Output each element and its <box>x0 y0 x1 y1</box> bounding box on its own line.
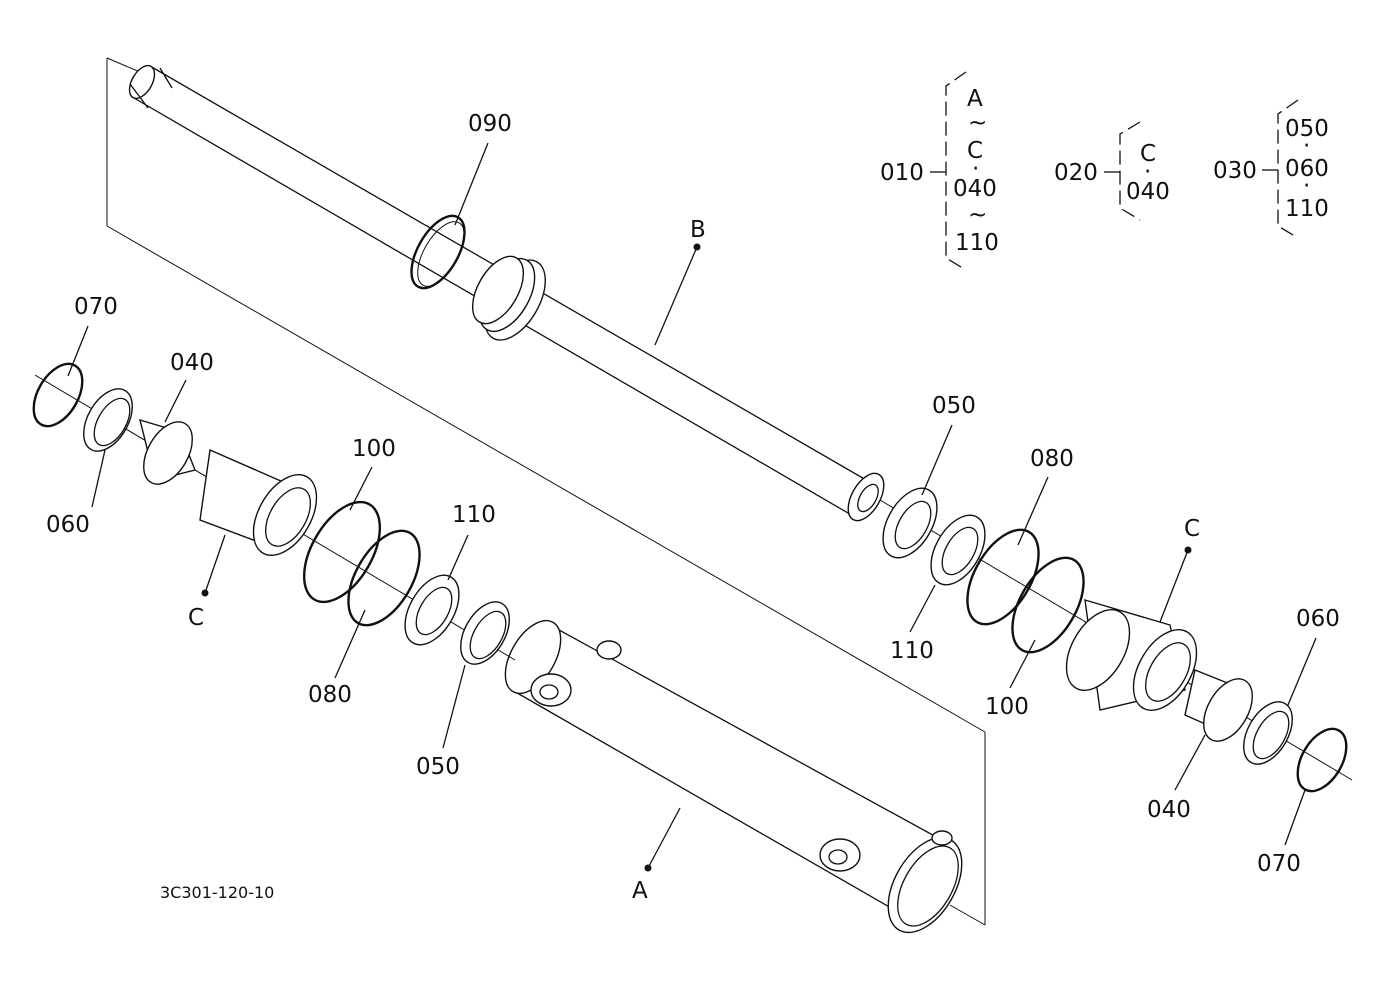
callout-c-right: C <box>1184 516 1200 542</box>
callout-060-right: 060 <box>1296 606 1340 632</box>
assembly-010-code: 010 <box>880 160 924 186</box>
assembly-010-item-a: A <box>967 86 983 112</box>
callout-050-right: 050 <box>932 393 976 419</box>
assembly-030-item-050: 050 <box>1285 116 1329 142</box>
assembly-030-code: 030 <box>1213 158 1257 184</box>
callout-b: B <box>690 217 706 243</box>
callout-090: 090 <box>468 111 512 137</box>
left-parts <box>32 362 516 665</box>
piston-rod <box>128 64 885 522</box>
leader-lines <box>67 142 1317 872</box>
callout-100-left: 100 <box>352 436 396 462</box>
callout-080-left: 080 <box>308 682 352 708</box>
callout-040-right: 040 <box>1147 797 1191 823</box>
drawing-id: 3C301-120-10 <box>160 883 274 902</box>
callout-080-right: 080 <box>1030 446 1074 472</box>
callout-110-right: 110 <box>890 638 934 664</box>
ring-090 <box>410 214 466 290</box>
assembly-030-sep-1: · <box>1303 133 1310 159</box>
callout-060-left: 060 <box>46 512 90 538</box>
assembly-020-item-040: 040 <box>1126 179 1170 205</box>
right-parts <box>879 487 1353 793</box>
callout-labels: 090 B 070 040 060 100 C 110 080 050 A 05… <box>46 111 1340 904</box>
assembly-010-sep-2: · <box>972 156 979 182</box>
assembly-020-item-c: C <box>1140 141 1156 167</box>
assembly-030-sep-2: · <box>1303 173 1310 199</box>
assembly-030-item-110: 110 <box>1285 196 1329 222</box>
callout-070-right: 070 <box>1257 851 1301 877</box>
reference-frame <box>106 57 986 926</box>
assembly-010-sep-3: ~ <box>968 202 987 228</box>
assembly-010-sep-1: ~ <box>968 110 987 136</box>
assembly-030-item-060: 060 <box>1285 156 1329 182</box>
callout-a: A <box>632 878 648 904</box>
callout-050-left: 050 <box>416 754 460 780</box>
assembly-010-item-040: 040 <box>953 176 997 202</box>
callout-070-left: 070 <box>74 294 118 320</box>
assembly-010-item-110: 110 <box>955 230 999 256</box>
assembly-010-item-c: C <box>967 138 983 164</box>
callout-110-left: 110 <box>452 502 496 528</box>
cylinder-tube <box>504 619 963 934</box>
assembly-030: 030 050 · 060 · 110 <box>1213 99 1329 239</box>
assembly-020: 020 C · 040 <box>1054 121 1170 221</box>
assembly-020-sep-1: · <box>1144 159 1151 185</box>
assembly-010: 010 A ~ C · 040 ~ 110 <box>880 71 999 271</box>
callout-100-right: 100 <box>985 694 1029 720</box>
assembly-020-code: 020 <box>1054 160 1098 186</box>
callout-c-left: C <box>188 605 204 631</box>
callout-040-left: 040 <box>170 350 214 376</box>
